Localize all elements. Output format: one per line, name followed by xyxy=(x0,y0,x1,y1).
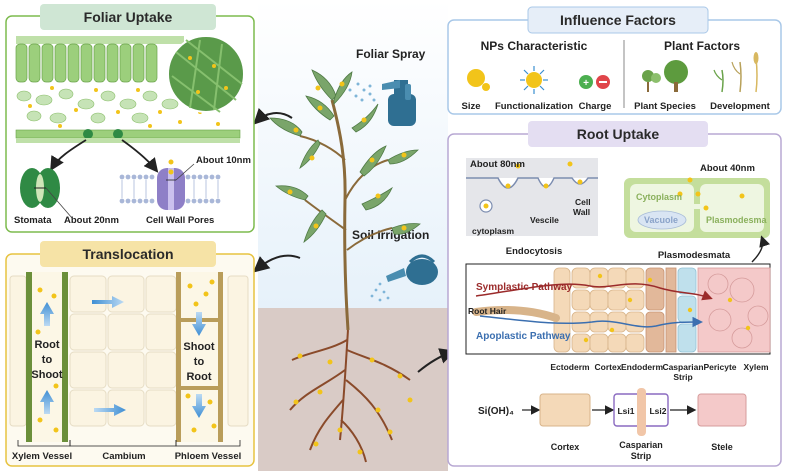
arrow-to-foliar xyxy=(253,107,293,125)
shoot-to-root-arrow xyxy=(192,312,206,418)
size-label: Size xyxy=(461,101,480,112)
endocytosis-label: Endocytosis xyxy=(506,246,563,257)
svg-text:+: + xyxy=(583,78,589,89)
vacuole-label: Vacuole xyxy=(644,215,678,225)
ectoderm-label: Ectoderm xyxy=(550,362,590,372)
translocation-title-box xyxy=(40,241,216,267)
about-40nm-label: About 40nm xyxy=(700,163,755,174)
spray-bottle-icon xyxy=(348,80,416,126)
cambium-label: Cambium xyxy=(102,451,145,462)
casparian2-label-2: Strip xyxy=(631,451,652,461)
root-title: Root Uptake xyxy=(577,126,660,142)
plant-species-label: Plant Species xyxy=(634,101,696,112)
sioh4-label: Si(OH)₄ xyxy=(478,406,514,417)
functionalization-icon xyxy=(520,66,548,94)
development-icon xyxy=(713,52,759,93)
plasmodesma-label: Plasmodesma xyxy=(706,215,768,225)
root-cross-section xyxy=(465,263,771,355)
center-scene: Foliar Spray Soil Irrigation xyxy=(252,0,456,471)
size-icon xyxy=(467,69,490,91)
xylem-label: Xylem xyxy=(743,362,768,372)
shoot-to-root-line3: Root xyxy=(186,371,211,383)
casparian-strip-label-2: Strip xyxy=(673,372,692,382)
symplastic-pathway-label: Symplastic Pathway xyxy=(476,282,573,293)
influence-title: Influence Factors xyxy=(560,12,676,28)
endocytosis-inset xyxy=(466,158,598,236)
root-uptake-panel: Root Uptake About 80nm Vescile Cell Wall… xyxy=(447,121,782,467)
cortex-box xyxy=(539,393,591,427)
influence-title-box xyxy=(527,6,709,34)
foliar-spray-label: Foliar Spray xyxy=(356,47,426,61)
stele-label: Stele xyxy=(711,442,733,452)
charge-icon: + xyxy=(579,75,610,89)
stomata-icon xyxy=(20,168,60,208)
plant-factors-title: Plant Factors xyxy=(664,39,740,53)
endoderm-label: Endoderm xyxy=(621,362,663,372)
functionalization-label: Functionalization xyxy=(495,101,573,112)
stomata-label: Stomata xyxy=(14,215,52,226)
leaf-cross-section xyxy=(15,35,245,143)
root-to-shoot-line1: Root xyxy=(34,339,59,351)
about-10nm-label: About 10nm xyxy=(196,155,251,166)
cytoplasm-label: Cytoplasm xyxy=(636,192,682,202)
plant-icon xyxy=(269,69,421,463)
cambium-arrow-right xyxy=(94,404,126,416)
plasmodesmata-label: Plasmodesmata xyxy=(658,250,731,261)
casparian2-label-1: Casparian xyxy=(619,440,663,450)
charge-label: Charge xyxy=(579,101,612,112)
nps-characteristic-title: NPs Characteristic xyxy=(481,39,588,53)
soil-area xyxy=(258,308,448,471)
foliar-title-box xyxy=(40,4,216,30)
xylem-vessel-label: Xylem Vessel xyxy=(12,451,72,462)
about-80nm-label: About 80nm xyxy=(470,159,525,170)
foliar-title: Foliar Uptake xyxy=(84,9,173,25)
translocation-panel: Translocation Root to Shoot Shoot xyxy=(5,241,255,467)
phloem-vessel-label: Phloem Vessel xyxy=(175,451,242,462)
cell-wall-label-1: Cell xyxy=(575,197,591,207)
root-title-box xyxy=(528,121,708,147)
shoot-to-root-line1: Shoot xyxy=(183,341,214,353)
foliar-uptake-panel: Foliar Uptake xyxy=(5,4,255,233)
root-to-shoot-arrow xyxy=(40,302,54,414)
influence-factors-panel: Influence Factors NPs Characteristic Pla… xyxy=(447,6,782,115)
plant-species-icon xyxy=(642,60,688,92)
stele-box xyxy=(697,393,747,427)
watering-can-icon xyxy=(370,254,438,302)
shoot-to-root-line2: to xyxy=(194,356,205,368)
root-to-shoot-line2: to xyxy=(42,354,53,366)
arrow-to-translocation xyxy=(252,254,301,273)
leaf-magnifier xyxy=(167,35,245,113)
lsi2-label: Lsi2 xyxy=(649,406,666,416)
soil-irrigation-label: Soil Irrigation xyxy=(352,228,429,242)
plasmodesma-inset xyxy=(624,177,770,238)
root-to-shoot-line3: Shoot xyxy=(31,369,62,381)
cortex-label: Cortex xyxy=(595,362,622,372)
translocation-title: Translocation xyxy=(82,246,173,262)
development-label: Development xyxy=(710,101,770,112)
cambium-arrow-left xyxy=(92,296,124,308)
cortex2-label: Cortex xyxy=(551,442,580,452)
casparian-strip-label-1: Casparian xyxy=(662,362,703,372)
root-hair-label: Root Hair xyxy=(468,306,507,316)
about-20nm-label: About 20nm xyxy=(64,215,119,226)
lsi1-label: Lsi1 xyxy=(617,406,634,416)
pericyte-label: Pericyte xyxy=(703,362,736,372)
cell-wall-pores-label: Cell Wall Pores xyxy=(146,215,214,226)
apoplastic-pathway-label: Apoplastic Pathway xyxy=(476,331,571,342)
cell-wall-label-2: Wall xyxy=(573,207,590,217)
vescile-label: Vescile xyxy=(530,215,559,225)
cytoplasm-small-label: cytoplasm xyxy=(472,226,514,236)
